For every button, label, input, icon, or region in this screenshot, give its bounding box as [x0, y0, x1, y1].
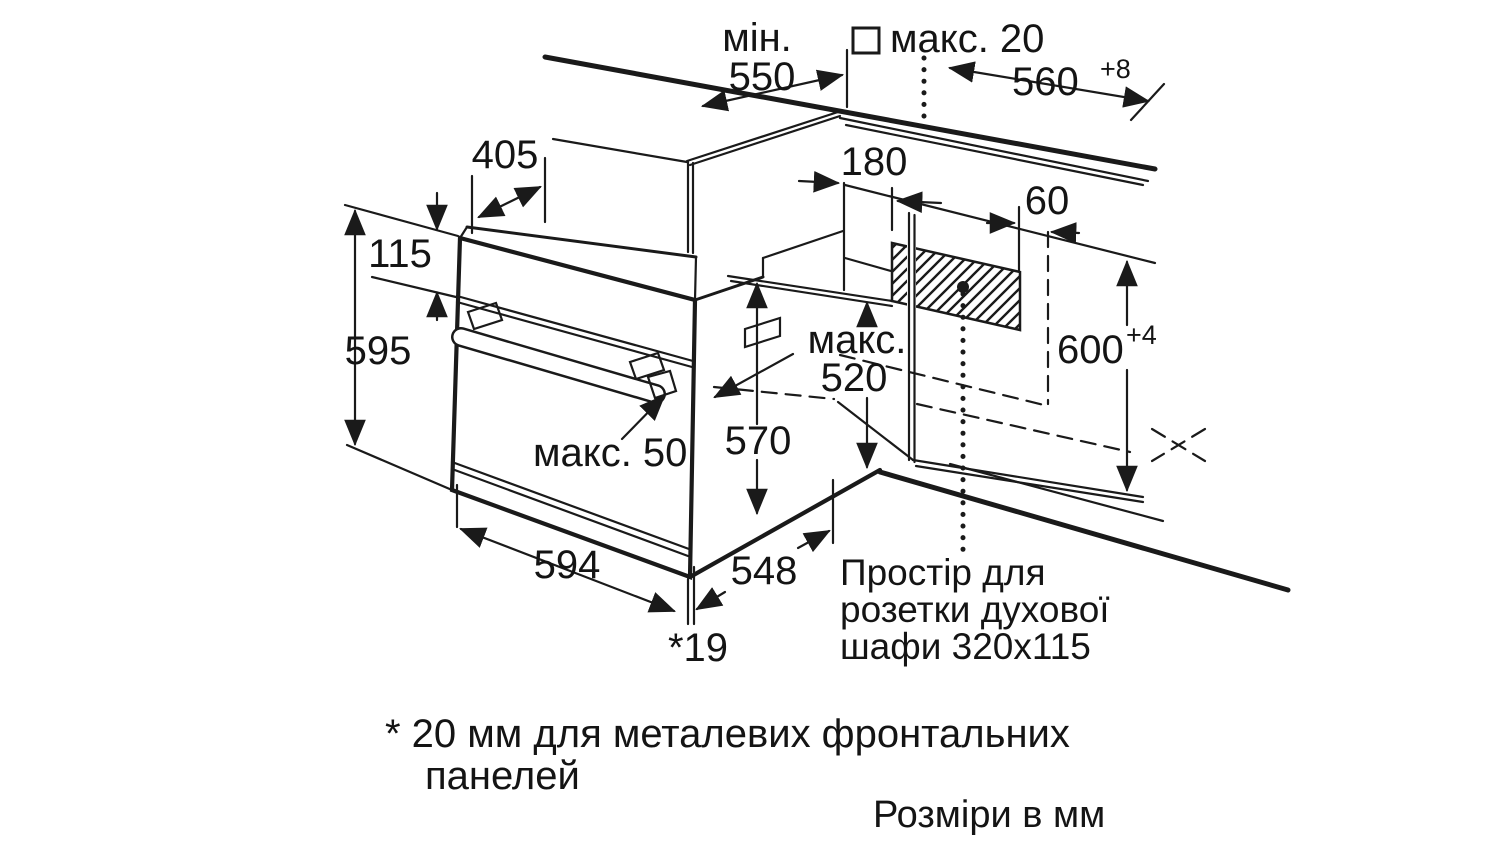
dimension-labels: мін. 550 макс. 20 560 +8 405 115 595 180… — [345, 16, 1157, 670]
handle-end-cap — [646, 369, 678, 400]
oven-bottom-right-edge — [687, 467, 883, 580]
label-594: 594 — [534, 543, 601, 587]
label-19: *19 — [668, 626, 728, 670]
cabinet-bottom-edge — [948, 462, 1165, 523]
label-60: 60 — [1025, 179, 1070, 223]
oven-top-right-corner — [693, 255, 698, 302]
label-min-word: мін. — [722, 16, 792, 60]
label-max-50: макс. 50 — [533, 431, 687, 475]
ext-oven-bottom — [345, 443, 454, 492]
label-max-20: макс. 20 — [890, 17, 1044, 61]
oven-top-back-edge — [465, 225, 698, 259]
floor-front-edge-1 — [911, 458, 1145, 499]
notes: Простір для розетки духової шафи 320x115… — [385, 552, 1110, 836]
dim-548-arrow-right — [796, 529, 831, 553]
control-panel-line-2 — [455, 300, 694, 369]
label-560-tol: +8 — [1100, 54, 1131, 84]
oven-side-top-edge — [693, 275, 765, 302]
dim-50-arrow-left — [620, 394, 666, 441]
label-548: 548 — [731, 549, 798, 593]
label-max-word: макс. — [808, 318, 907, 362]
counter-front-edge-2 — [844, 123, 1145, 187]
plinth-edge — [877, 469, 1291, 593]
niche-cabinet — [712, 181, 1291, 593]
floor-front-edge-2 — [914, 464, 1145, 504]
label-min-550: 550 — [729, 55, 796, 99]
footnote-line1: * 20 мм для металевих фронтальних — [385, 712, 1070, 756]
oven-top-left-corner — [458, 225, 469, 240]
outlet-center-dot — [957, 281, 969, 293]
dim-560-line — [947, 61, 1151, 108]
hidden-corner-cross-2 — [1150, 427, 1207, 463]
label-600: 600 — [1057, 328, 1124, 372]
handle-bracket-left — [466, 301, 504, 331]
side-panel-top-edge-2 — [688, 114, 842, 167]
door-handle-body — [453, 329, 664, 402]
label-115: 115 — [368, 232, 432, 276]
socket-note-line3: шафи 320x115 — [840, 626, 1091, 667]
label-180: 180 — [841, 140, 908, 184]
niche-ceiling-edge-2 — [729, 279, 894, 308]
socket-note-line2: розетки духової — [840, 589, 1110, 630]
hidden-floor-back-edge — [838, 353, 1050, 408]
counter-front-edge-1 — [838, 116, 1150, 183]
units-note: Розміри в мм — [873, 794, 1105, 836]
footnote-line2: панелей — [425, 754, 580, 798]
label-560: 560 — [1012, 60, 1079, 104]
hidden-edge-behind-oven — [712, 385, 836, 401]
side-panel-top-edge-1 — [685, 110, 840, 163]
dim-405-line — [477, 185, 542, 219]
counter-back-edge — [542, 54, 1158, 172]
outlet-zone-hatch — [890, 241, 1022, 332]
handle-bracket-right — [628, 351, 666, 381]
dim-180-arrow-right — [895, 191, 943, 213]
ext-panel-bottom — [370, 275, 458, 299]
dim-50-arrow-right — [713, 352, 795, 399]
side-vent-slot — [743, 316, 782, 349]
oven-notch-ledge — [761, 229, 845, 260]
label-570: 570 — [725, 419, 792, 463]
label-405: 405 — [472, 133, 539, 177]
dimension-annotations — [343, 48, 1166, 626]
dim-180-arrow-left — [797, 170, 841, 193]
dim-594-line — [459, 527, 676, 613]
oven — [449, 225, 883, 580]
outlet-hatch-area — [890, 241, 1022, 332]
ext-560-tick — [1129, 82, 1166, 122]
dim-60-arrow-right — [1049, 222, 1081, 244]
square-symbol-icon — [851, 26, 881, 55]
dim-550-line — [700, 69, 845, 112]
socket-note-line1: Простір для — [840, 552, 1046, 593]
label-600-tol: +4 — [1126, 320, 1157, 350]
niche-upper-corner-line — [843, 256, 893, 273]
countertop — [542, 26, 1158, 255]
label-595: 595 — [345, 329, 412, 373]
oven-front-face — [449, 235, 698, 580]
floor-left-edge — [836, 400, 915, 462]
hidden-plinth-edge — [915, 402, 1132, 454]
counter-left-lower-edge — [551, 137, 689, 164]
label-520: 520 — [821, 356, 888, 400]
dim-548-arrow-left — [695, 587, 727, 611]
